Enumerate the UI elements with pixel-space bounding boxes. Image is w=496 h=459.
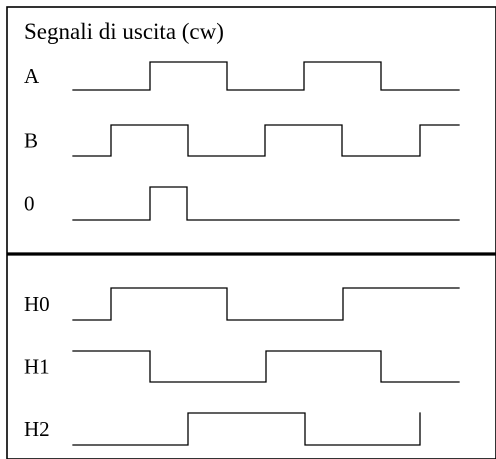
- signal-b-waveform: [72, 124, 460, 157]
- signal-a-label: A: [24, 64, 40, 88]
- signal-h2-row: H2: [24, 412, 421, 446]
- signal-b-row: B: [24, 124, 460, 157]
- signal-h0-row: H0: [24, 287, 460, 321]
- signal-h0-waveform: [72, 287, 460, 321]
- signal-b-label: B: [24, 129, 38, 153]
- signal-h1-waveform: [72, 350, 460, 383]
- signal-0-row: 0: [24, 186, 460, 221]
- signal-h1-label: H1: [24, 355, 50, 379]
- diagram-title: Segnali di uscita (cw): [24, 19, 224, 44]
- signal-a-waveform: [72, 61, 460, 91]
- diagram-frame: [6, 6, 496, 459]
- signal-0-label: 0: [24, 192, 35, 216]
- signal-h2-waveform: [72, 412, 421, 446]
- signal-a-row: A: [24, 61, 460, 91]
- signal-h1-row: H1: [24, 350, 460, 383]
- signal-h0-label: H0: [24, 292, 50, 316]
- signal-0-waveform: [72, 186, 460, 221]
- signal-h2-label: H2: [24, 417, 50, 441]
